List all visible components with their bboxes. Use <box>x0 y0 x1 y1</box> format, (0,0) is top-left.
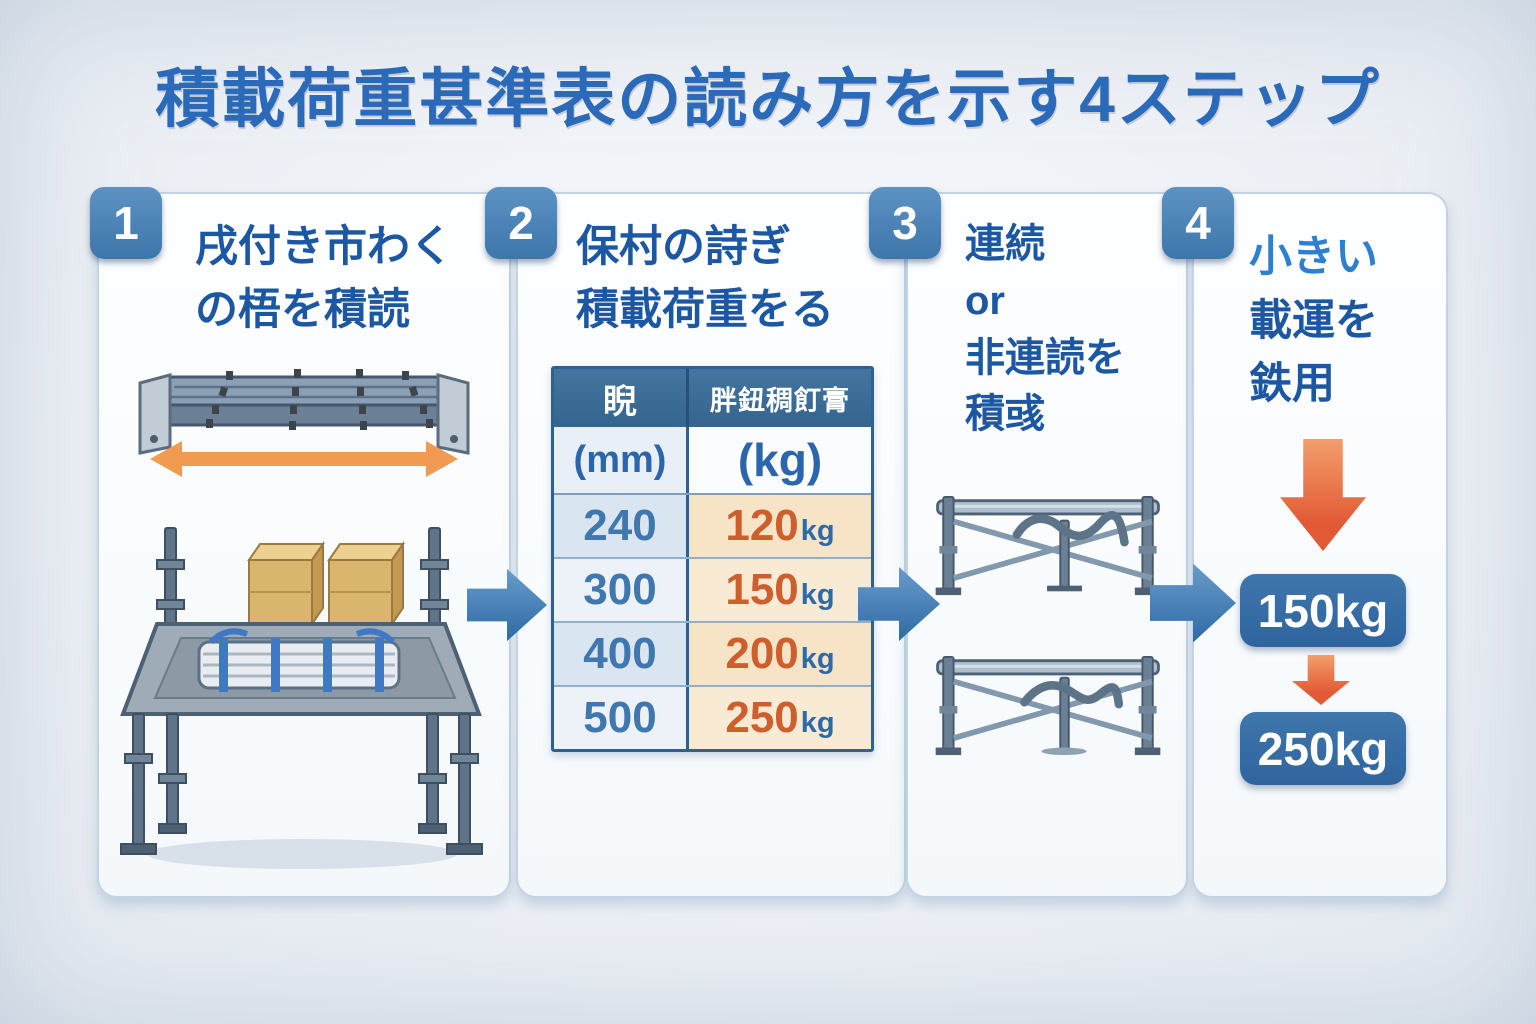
table-header-row: 睨 胖鈕稠飣膏 <box>554 369 871 427</box>
step-4-heading: 小きい 載運を 鉄用 <box>1249 226 1378 417</box>
load-value: 120 <box>725 501 799 550</box>
table-row: 400 200 kg <box>554 623 871 687</box>
page-title: 積載荷重甚準表の読み方を示す4ステップ <box>155 63 1381 135</box>
table-cell-load: 250 kg <box>689 687 871 749</box>
scaffold-frame-illustration <box>930 487 1166 610</box>
step-3-heading-line-1: 連続 <box>965 222 1045 266</box>
load-unit: kg <box>800 642 835 675</box>
step-3-heading-line-2: or <box>965 278 1005 323</box>
table-header-load: 胖鈕稠飣膏 <box>710 385 850 416</box>
load-capacity-table: 睨 胖鈕稠飣膏 (mm) (kg) 240 120 kg 300 150 kg … <box>551 366 874 752</box>
load-unit: kg <box>800 578 835 611</box>
table-cell-mm: 400 <box>554 623 689 685</box>
table-row: 240 120 kg <box>554 495 871 559</box>
table-unit-mm: (mm) <box>554 427 689 493</box>
scaffold-plank-illustration <box>134 347 474 482</box>
load-value: 200 <box>725 629 799 678</box>
loaded-platform-illustration <box>107 526 501 879</box>
result-badge-250kg: 250kg <box>1240 712 1406 785</box>
step-3-heading: 連続 or 非連読を 積彧 <box>965 216 1125 443</box>
table-cell-load: 150 kg <box>689 559 871 621</box>
scaffold-frame-svg <box>935 495 1161 596</box>
load-unit: kg <box>800 514 835 547</box>
table-row: 500 250 kg <box>554 687 871 749</box>
table-cell-mm: 500 <box>554 687 689 749</box>
step-4-badge: 4 <box>1162 187 1234 259</box>
step-1-heading-line-2: の梧を積読 <box>195 286 410 335</box>
step-2-panel: 2 保村の詩ぎ 積載荷重をる 睨 胖鈕稠飣膏 (mm) (kg) 240 120… <box>485 187 906 898</box>
step-1-heading: 戌付き市わく の梧を積読 <box>195 216 453 342</box>
down-arrow-icon <box>1292 655 1350 705</box>
table-cell-load: 200 kg <box>689 623 871 685</box>
table-cell-mm: 300 <box>554 559 689 621</box>
step-1-heading-line-1: 戌付き市わく <box>195 223 453 271</box>
step-3-heading-line-3: 非連読を <box>965 335 1125 380</box>
step-1-badge: 1 <box>90 187 162 259</box>
scaffold-frame-illustration <box>930 647 1166 770</box>
result-badge-150kg: 150kg <box>1240 574 1406 647</box>
step-4-heading-line-2: 載運を <box>1249 296 1378 345</box>
step-4-panel: 4 小きい 載運を 鉄用 150kg 250kg <box>1162 187 1448 898</box>
table-row: 300 150 kg <box>554 559 871 623</box>
step-4-heading-line-1: 小きい <box>1249 233 1378 281</box>
load-unit: kg <box>800 706 835 739</box>
down-arrow-icon <box>1280 439 1366 551</box>
table-header-width: 睨 <box>554 369 689 427</box>
step-1-panel: 1 戌付き市わく の梧を積読 <box>90 187 511 898</box>
load-value: 150 <box>725 565 799 614</box>
table-cell-mm: 240 <box>554 495 689 557</box>
step-3-badge: 3 <box>869 187 941 259</box>
step-4-heading-line-3: 鉄用 <box>1249 360 1335 409</box>
step-2-heading: 保村の詩ぎ 積載荷重をる <box>576 216 834 342</box>
scaffold-frame-svg <box>935 655 1161 756</box>
loaded-platform-svg <box>120 527 483 869</box>
width-arrow-icon <box>150 441 458 477</box>
scaffold-plank-svg <box>138 369 470 477</box>
table-unit-kg: (kg) <box>689 427 871 493</box>
step-2-heading-line-1: 保村の詩ぎ <box>576 223 791 271</box>
step-2-heading-line-2: 積載荷重をる <box>576 286 834 335</box>
table-units-row: (mm) (kg) <box>554 427 871 495</box>
step-3-heading-line-4: 積彧 <box>965 392 1045 437</box>
step-2-badge: 2 <box>485 187 557 259</box>
step-3-panel: 3 連続 or 非連読を 積彧 <box>869 187 1188 898</box>
load-value: 250 <box>725 693 799 742</box>
table-cell-load: 120 kg <box>689 495 871 557</box>
